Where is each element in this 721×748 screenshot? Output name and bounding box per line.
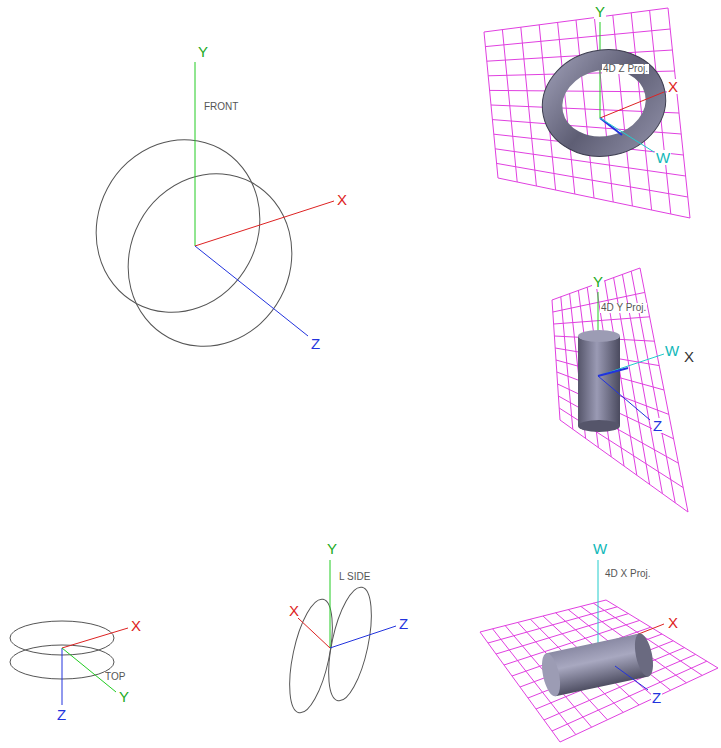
x-axis	[600, 92, 664, 118]
cylinder-body	[546, 634, 648, 697]
projection-grid	[480, 8, 718, 742]
circle-outline	[320, 584, 379, 705]
z-axis	[195, 246, 308, 336]
circle-outline	[281, 596, 340, 717]
axis-label: X	[667, 79, 679, 94]
z-axis	[62, 648, 63, 705]
axis-label: Z	[652, 418, 663, 433]
cylinder-end	[632, 632, 657, 678]
side-view	[281, 560, 396, 716]
x-axis	[195, 201, 334, 246]
axis-label: Z	[398, 616, 409, 631]
circle-outline	[98, 145, 322, 376]
top-view	[10, 621, 128, 705]
cylinder-end	[578, 330, 620, 342]
w-axis	[598, 560, 599, 650]
z-axis	[615, 666, 648, 690]
axis-label: X	[130, 618, 142, 633]
z-axis	[330, 626, 396, 648]
axis-label: X	[683, 349, 695, 364]
axis-label: Z	[310, 336, 321, 351]
axis-label: X	[667, 615, 679, 630]
cylinder-body	[578, 336, 620, 426]
view-label: 4D X Proj.	[604, 569, 652, 579]
w-axis	[600, 118, 654, 152]
grid-line	[498, 178, 690, 218]
axis-label: Y	[594, 4, 606, 19]
grid-line	[497, 163, 688, 197]
x-axis	[62, 628, 128, 648]
z-axis	[598, 376, 650, 420]
grid-line	[668, 8, 690, 218]
axis-label: X	[336, 192, 348, 207]
y-projection	[578, 292, 664, 432]
view-label: 4D Z Proj.	[602, 64, 649, 74]
grid-line	[559, 408, 683, 488]
grid-line	[560, 420, 688, 512]
axis-label: X	[288, 603, 300, 618]
axis-label: W	[655, 150, 671, 165]
z-projection	[532, 22, 675, 168]
y-axis	[195, 62, 196, 246]
axis-label: Y	[326, 541, 338, 556]
view-label: L SIDE	[338, 572, 371, 582]
axis-label: Y	[118, 689, 130, 704]
view-label: TOP	[104, 672, 126, 682]
cylinder-end	[539, 652, 564, 698]
ring-edge	[532, 38, 675, 167]
view-label: FRONT	[203, 102, 239, 112]
axis-label: Y	[592, 274, 604, 289]
z-axis	[598, 368, 628, 376]
axis-label: Z	[651, 690, 662, 705]
x-axis	[298, 618, 330, 648]
y-axis	[62, 648, 116, 692]
axis-label: Z	[56, 707, 67, 722]
axis-label: W	[664, 343, 680, 358]
grid-line	[552, 268, 640, 300]
axis-label: Y	[197, 44, 209, 59]
front-view	[66, 62, 334, 375]
cylinder-end	[578, 420, 620, 432]
y-axis	[330, 560, 331, 648]
axis-label: W	[592, 541, 608, 556]
view-label: 4D Y Proj.	[600, 303, 647, 313]
w-axis	[598, 354, 664, 376]
grid-line	[613, 15, 633, 206]
grid-line	[594, 18, 613, 202]
x-projection	[539, 560, 664, 698]
